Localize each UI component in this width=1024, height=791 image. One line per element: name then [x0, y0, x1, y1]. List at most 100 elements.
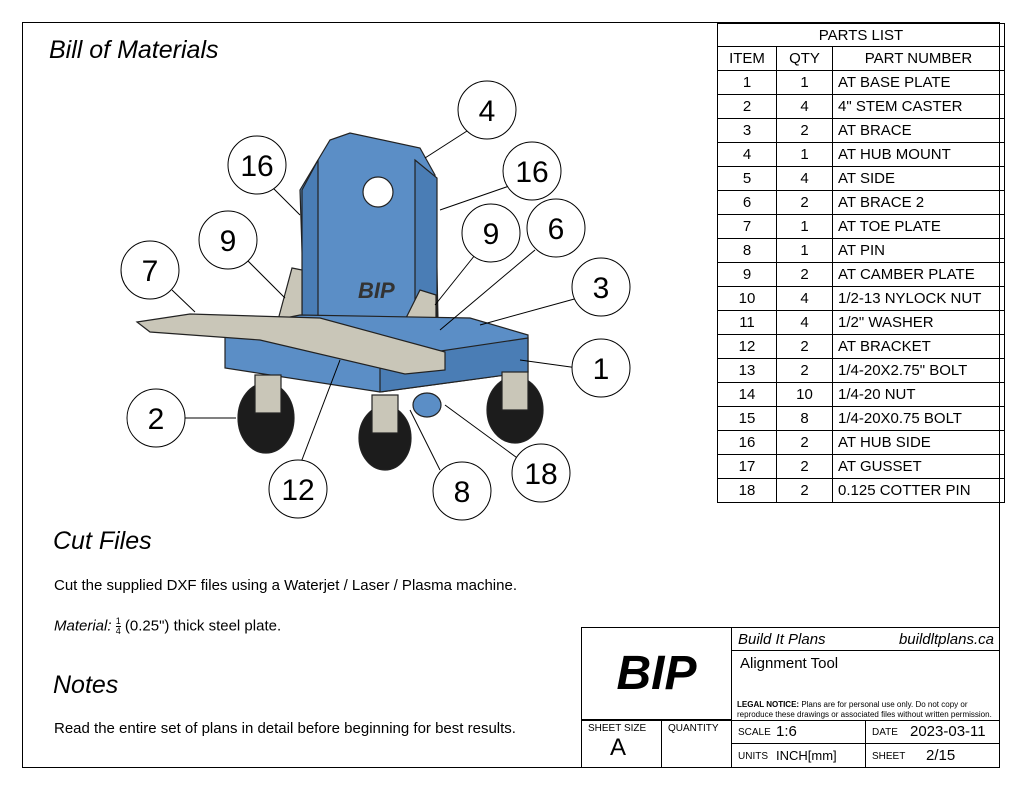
part-item-cell: 15: [717, 406, 777, 431]
units-value: INCH[mm]: [776, 748, 837, 763]
bip-logo: BIP: [582, 628, 732, 720]
material-label: Material:: [54, 617, 112, 635]
balloon-label: 9: [483, 218, 500, 251]
part-number-cell: AT BRACKET: [832, 334, 1005, 359]
part-number-cell: AT BRACE 2: [832, 190, 1005, 215]
drawing-title: Alignment Tool: [740, 655, 839, 672]
part-item-cell: 18: [717, 478, 777, 503]
part-qty-cell: 1: [776, 142, 833, 167]
balloon-label: 9: [220, 225, 237, 258]
part-qty-cell: 2: [776, 334, 833, 359]
part-qty-cell: 1: [776, 238, 833, 263]
part-qty-cell: 2: [776, 430, 833, 455]
part-qty-cell: 10: [776, 382, 833, 407]
sheet-size-cell: SHEET SIZE A: [582, 720, 662, 768]
col-qty-header: QTY: [776, 46, 833, 71]
balloon-label: 8: [454, 476, 471, 509]
company-row: Build It Plans buildltplans.ca: [732, 628, 1000, 651]
part-qty-cell: 2: [776, 262, 833, 287]
part-qty-cell: 2: [776, 454, 833, 479]
part-item-cell: 6: [717, 190, 777, 215]
toe-plate: [135, 313, 446, 375]
part-qty-cell: 2: [776, 478, 833, 503]
units-cell: UNITS INCH[mm]: [732, 744, 866, 768]
balloon-label: 4: [479, 95, 496, 128]
balloon-label: 18: [524, 458, 557, 491]
date-value: 2023-03-11: [910, 723, 986, 740]
scale-cell: SCALE 1:6: [732, 720, 866, 744]
part-qty-cell: 8: [776, 406, 833, 431]
part-qty-cell: 2: [776, 358, 833, 383]
part-item-cell: 3: [717, 118, 777, 143]
material-text: (0.25") thick steel plate.: [124, 617, 282, 635]
part-item-cell: 12: [717, 334, 777, 359]
balloon-label: 2: [148, 403, 165, 436]
part-number-cell: AT PIN: [832, 238, 1005, 263]
company-website: buildltplans.ca: [898, 631, 994, 648]
part-number-cell: AT HUB MOUNT: [832, 142, 1005, 167]
part-number-cell: AT TOE PLATE: [832, 214, 1005, 239]
part-number-cell: 1/4-20X2.75" BOLT: [832, 358, 1005, 383]
scale-value: 1:6: [776, 723, 797, 740]
part-item-cell: 10: [717, 286, 777, 311]
company-name: Build It Plans: [738, 631, 826, 648]
part-item-cell: 9: [717, 262, 777, 287]
part-item-cell: 14: [717, 382, 777, 407]
cut-files-text: Cut the supplied DXF files using a Water…: [54, 577, 517, 594]
part-item-cell: 8: [717, 238, 777, 263]
part-qty-cell: 2: [776, 190, 833, 215]
part-qty-cell: 2: [776, 118, 833, 143]
balloon-label: 12: [281, 474, 314, 507]
part-number-cell: AT SIDE: [832, 166, 1005, 191]
balloon-label: 7: [142, 255, 159, 288]
part-number-cell: AT BASE PLATE: [832, 70, 1005, 95]
cut-files-title: Cut Files: [53, 527, 152, 555]
quantity-cell: QUANTITY: [662, 720, 732, 768]
part-number-cell: 1/4-20X0.75 BOLT: [832, 406, 1005, 431]
part-qty-cell: 4: [776, 94, 833, 119]
balloon-label: 1: [593, 353, 610, 386]
title-block: BIP Build It Plans buildltplans.ca Align…: [581, 627, 1000, 768]
part-item-cell: 2: [717, 94, 777, 119]
part-number-cell: 1/4-20 NUT: [832, 382, 1005, 407]
part-item-cell: 13: [717, 358, 777, 383]
part-qty-cell: 4: [776, 166, 833, 191]
part-number-cell: AT BRACE: [832, 118, 1005, 143]
part-qty-cell: 1: [776, 70, 833, 95]
notes-title: Notes: [53, 671, 119, 699]
part-number-cell: AT GUSSET: [832, 454, 1005, 479]
part-qty-cell: 4: [776, 286, 833, 311]
balloon-label: 3: [593, 272, 610, 305]
assembly-illustration: BIP 4 16 16 9 9 6 7: [120, 80, 631, 521]
parts-list-title: PARTS LIST: [717, 23, 1005, 47]
legal-notice: LEGAL NOTICE: Plans are for personal use…: [737, 700, 992, 719]
date-cell: DATE 2023-03-11: [866, 720, 1000, 744]
part-item-cell: 4: [717, 142, 777, 167]
part-qty-cell: 4: [776, 310, 833, 335]
part-qty-cell: 1: [776, 214, 833, 239]
bom-title: Bill of Materials: [49, 36, 219, 64]
part-number-cell: 1/2-13 NYLOCK NUT: [832, 286, 1005, 311]
col-item-header: ITEM: [717, 46, 777, 71]
sheet-cell: SHEET 2/15: [872, 747, 956, 764]
part-item-cell: 17: [717, 454, 777, 479]
sheet-size-value: A: [610, 734, 627, 761]
part-item-cell: 16: [717, 430, 777, 455]
